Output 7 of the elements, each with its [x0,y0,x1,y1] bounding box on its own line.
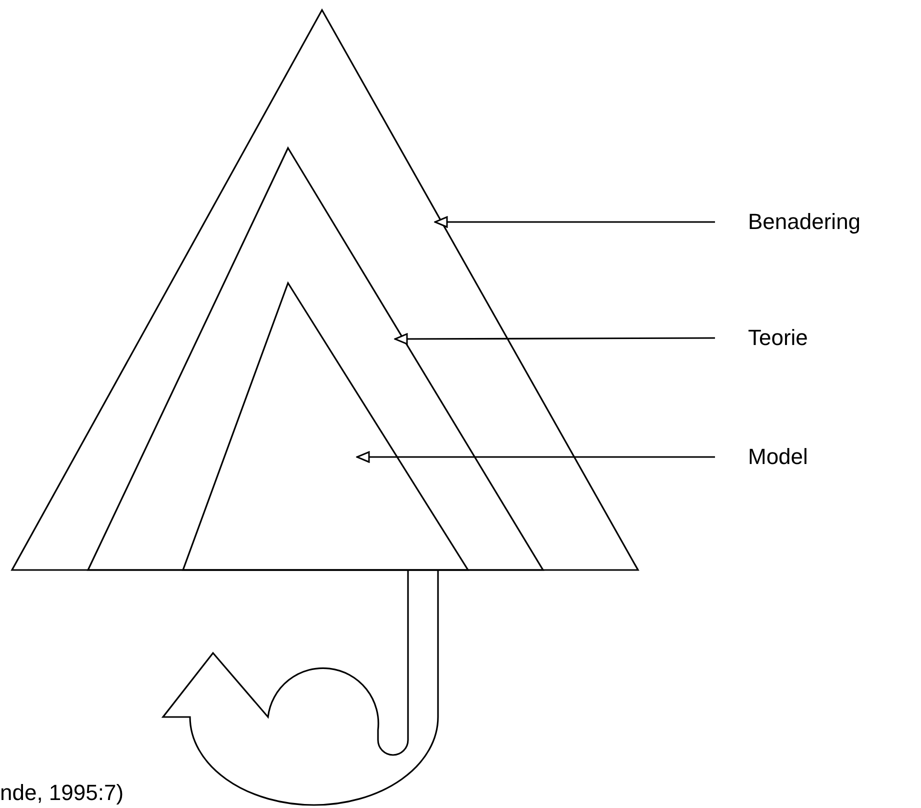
leader-line [434,216,715,228]
citation-text: nde, 1995:7) [0,780,124,806]
callout-label: Benadering [748,209,861,235]
callout-label: Model [748,444,808,470]
callout-label: Teorie [748,325,808,351]
leader-line [356,451,715,463]
leader-line [394,333,715,345]
